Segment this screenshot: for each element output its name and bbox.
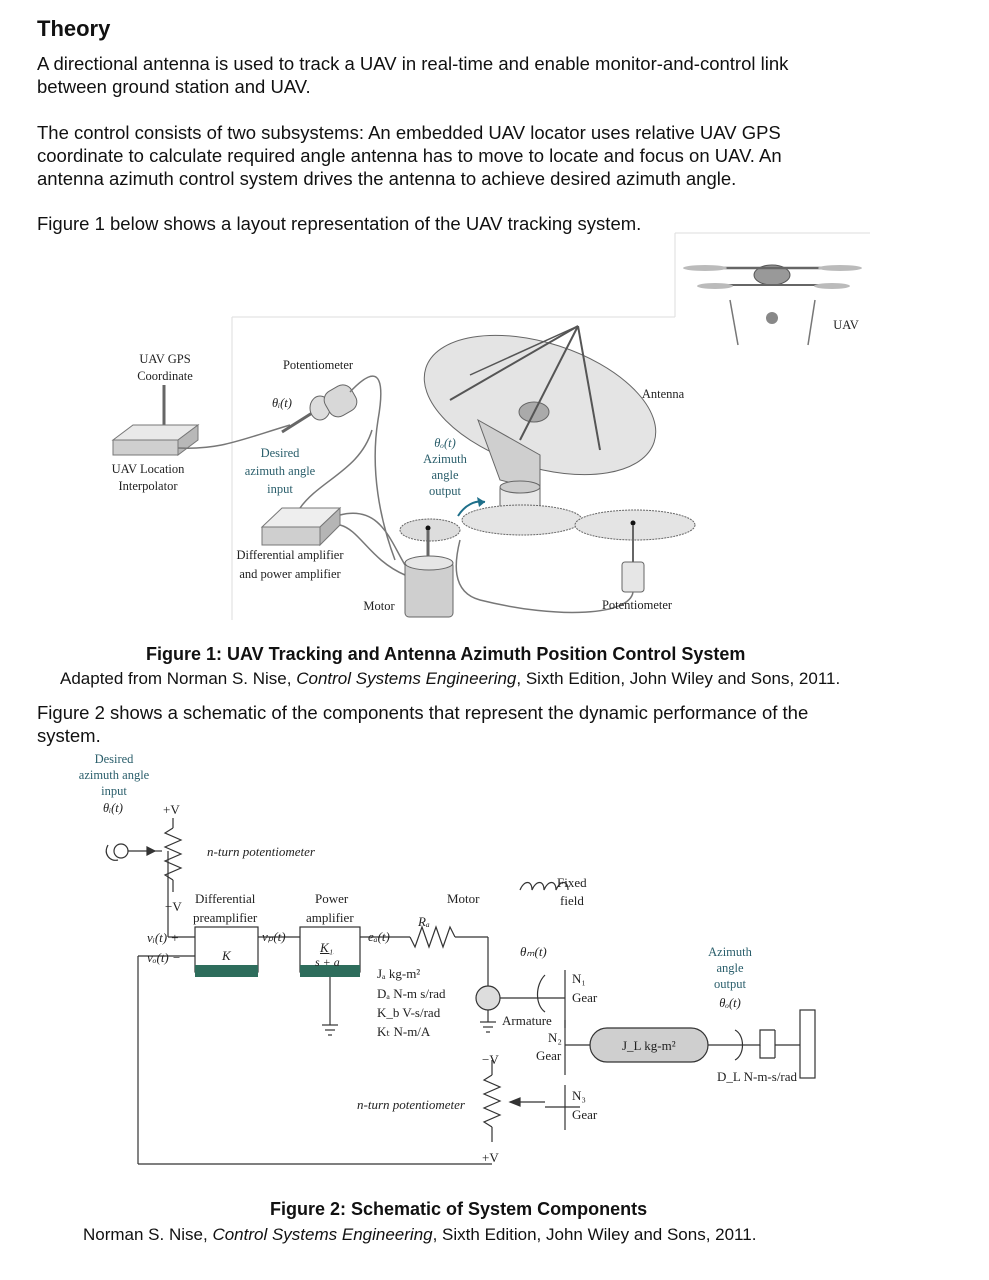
fig1-label-uav: UAV: [828, 317, 864, 334]
fig2-label-jl: J_L kg-m²: [622, 1037, 676, 1054]
gears: [400, 497, 695, 541]
fig1-label-angle: angle: [418, 467, 472, 484]
fig2-label-amplifier: amplifier: [306, 909, 354, 926]
fig1-label-azimuth-angle: azimuth angle: [238, 463, 322, 480]
fig2-label-gear2: Gear: [536, 1047, 561, 1064]
figure-1-credit: Adapted from Norman S. Nise, Control Sys…: [60, 669, 840, 689]
fig2-label-n-turn-top: n-turn potentiometer: [207, 843, 315, 860]
fig1-label-uav-gps: UAV GPS: [127, 351, 203, 368]
fig2-label-s-plus-a: s + a: [315, 954, 340, 971]
fig1-label-potentiometer-bottom: Potentiometer: [595, 597, 679, 614]
fig1-label-potentiometer-top: Potentiometer: [275, 357, 361, 374]
figure-2-drawing: [0, 740, 989, 1220]
fig2-label-vo: vₒ(t) −: [147, 949, 181, 966]
figure-1-credit-prefix: Adapted from Norman S. Nise,: [60, 669, 296, 688]
fig2-label-azimuth-angle: azimuth angle: [70, 767, 158, 784]
fig1-label-desired: Desired: [238, 445, 322, 462]
fig2-label-minus-v-mid: −V: [482, 1051, 499, 1068]
fig1-label-input: input: [238, 481, 322, 498]
fig2-label-n1: N₁: [572, 970, 586, 987]
fig2-label-preamplifier: preamplifier: [193, 909, 257, 926]
fig2-label-gear3: Gear: [572, 1106, 597, 1123]
fig1-label-power-amp: and power amplifier: [232, 566, 348, 583]
fig2-label-plus-v-top: +V: [163, 801, 180, 818]
fig1-label-theta-i: θᵢ(t): [262, 395, 302, 412]
fig2-label-kb: K_b V-s/rad: [377, 1004, 440, 1021]
fig2-label-azimuth: Azimuth: [700, 944, 760, 961]
fig2-label-output: output: [700, 976, 760, 993]
figure-2-credit: Norman S. Nise, Control Systems Engineer…: [83, 1225, 756, 1245]
fig2-label-theta-m: θₘ(t): [520, 943, 547, 960]
figure-2-credit-prefix: Norman S. Nise,: [83, 1225, 212, 1244]
figure-1-credit-title: Control Systems Engineering: [296, 669, 516, 688]
fig2-label-n-turn-bottom: n-turn potentiometer: [357, 1096, 465, 1113]
paragraph-fig2-line-1: Figure 2 shows a schematic of the compon…: [37, 701, 808, 724]
fig2-label-field: field: [560, 892, 584, 909]
fig2-label-dl: D_L N-m-s/rad: [717, 1068, 797, 1085]
fig2-label-minus-v-left: −V: [165, 898, 182, 915]
fig2-label-vp: vₚ(t): [262, 928, 286, 945]
fig2-label-angle: angle: [700, 960, 760, 977]
fig2-label-fixed: Fixed: [557, 874, 587, 891]
fig1-label-coordinate: Coordinate: [127, 368, 203, 385]
diff-preamp-shade: [195, 965, 258, 977]
fig2-label-k: K: [222, 947, 231, 964]
fig2-label-input: input: [70, 783, 158, 800]
fig2-label-power: Power: [315, 890, 348, 907]
figure-2-caption: Figure 2: Schematic of System Components: [270, 1199, 647, 1220]
fig2-label-plus-v-bottom: +V: [482, 1149, 499, 1166]
fig2-label-ra: Rₐ: [418, 913, 430, 930]
fig1-label-motor: Motor: [357, 598, 401, 615]
fig2-label-ea: eₐ(t): [368, 928, 390, 945]
fig2-label-theta-i: θᵢ(t): [90, 800, 136, 817]
motor: [405, 530, 453, 617]
fig1-label-output: output: [418, 483, 472, 500]
figure-2-credit-title: Control Systems Engineering: [212, 1225, 432, 1244]
fig1-label-uav-location: UAV Location: [106, 461, 190, 478]
fig2-label-da: Dₐ N-m s/rad: [377, 985, 446, 1002]
figure-2-credit-suffix: , Sixth Edition, John Wiley and Sons, 20…: [433, 1225, 757, 1244]
figure-1-credit-suffix: , Sixth Edition, John Wiley and Sons, 20…: [516, 669, 840, 688]
fig1-label-interpolator: Interpolator: [106, 478, 190, 495]
fig2-label-desired: Desired: [70, 751, 158, 768]
fig2-label-theta-o: θₒ(t): [700, 995, 760, 1012]
fig2-label-motor: Motor: [447, 890, 480, 907]
fig1-label-diff-amp: Differential amplifier: [232, 547, 348, 564]
figure-1-caption: Figure 1: UAV Tracking and Antenna Azimu…: [146, 644, 745, 665]
uav-location-interpolator: [113, 385, 198, 455]
fig2-label-armature: Armature: [502, 1012, 552, 1029]
fig2-label-vi: vᵢ(t) +: [147, 929, 179, 946]
fig2-label-n3: N₃: [572, 1087, 586, 1104]
fig2-label-ja: Jₐ kg-m²: [377, 965, 420, 982]
fig2-label-kt: Kₜ N-m/A: [377, 1023, 430, 1040]
fig1-label-azimuth: Azimuth: [418, 451, 472, 468]
fig2-label-n2: N₂: [548, 1029, 562, 1046]
fig1-label-antenna: Antenna: [636, 386, 690, 403]
fig2-label-differential: Differential: [195, 890, 255, 907]
fig2-label-gear1: Gear: [572, 989, 597, 1006]
fig1-label-theta-o: θₒ(t): [418, 435, 472, 452]
